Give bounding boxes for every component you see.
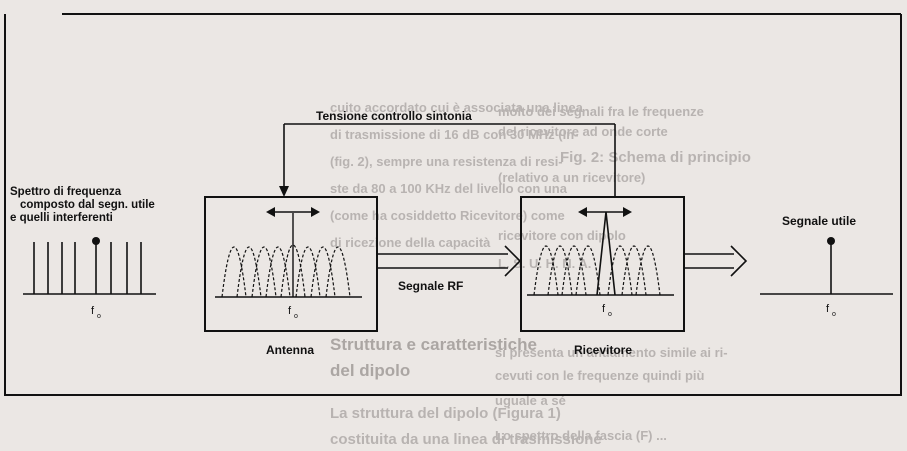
bg-mid-line: di trasmissione di 16 dB con 30 MHz (In- — [330, 127, 579, 142]
bg-right-line: (relativo a un ricevitore) — [498, 170, 645, 185]
bg-mid-line: ste da 80 a 100 KHz del livello con una — [330, 181, 568, 196]
bg-heading-line: del dipolo — [330, 361, 410, 380]
antenna-freq-label: f — [288, 305, 292, 317]
receiver-freq-label-sub: o — [608, 311, 612, 318]
freq-label-sub: o — [97, 313, 101, 320]
receiver-freq-label: f — [602, 303, 606, 315]
arrow-head-icon — [578, 207, 587, 217]
receiver-label: Ricevitore — [574, 343, 632, 357]
output-label: Segnale utile — [782, 214, 856, 228]
receiver-filter-curves — [533, 245, 661, 296]
arrow-head-icon — [623, 207, 632, 217]
freq-label: f — [91, 305, 95, 317]
bg-bottom-line: uguale a sé — [495, 393, 566, 408]
bg-heading-line: Struttura e caratteristiche — [330, 335, 537, 354]
bg-mid-line: di ricezione della capacità — [330, 235, 491, 250]
bg-para-line: La struttura del dipolo (Figura 1) — [330, 405, 561, 422]
output-signal-dot — [827, 237, 835, 245]
bg-bottom-line: si presenta un andamento simile ai ri- — [495, 345, 728, 360]
spectrum-caption-line: e quelli interferenti — [10, 212, 113, 224]
antenna-filter-curves — [221, 244, 351, 298]
bg-right-line: del ricevitore ad onde corte — [498, 124, 668, 139]
bg-mid-line: cuito accordato cui è associata una line… — [330, 100, 584, 115]
bg-right-line: ricevitore con dipolo — [498, 228, 626, 243]
receiver-box — [520, 196, 685, 332]
output-freq-label: f — [826, 303, 830, 315]
spectrum-caption-line: composto dal segn. utile — [20, 199, 155, 211]
bg-bottom-line: Lo spettro della fascia (F) ... — [495, 428, 667, 443]
output-freq-label-sub: o — [832, 311, 836, 318]
bg-right-line: Fig. 2: Schema di principio — [560, 149, 751, 166]
useful-signal-dot — [92, 237, 100, 245]
input-spectrum — [23, 242, 156, 295]
arrow-head-icon — [279, 186, 289, 197]
output-arrow — [684, 245, 748, 277]
rf-label: Segnale RF — [398, 279, 463, 293]
bg-bottom-line: cevuti con le frequenze quindi più — [495, 368, 705, 383]
bg-mid-line: (come ha cosiddetto Ricevitore) come — [330, 208, 565, 223]
tuning-control-feedback-path — [283, 123, 616, 197]
antenna-freq-label-sub: o — [294, 313, 298, 320]
arrow-head-icon — [266, 207, 275, 217]
antenna-box — [204, 196, 378, 332]
antenna-label: Antenna — [266, 343, 314, 357]
feedback-label: Tensione controllo sintonia — [316, 109, 472, 123]
bg-right-line: molto dei segnali fra le frequenze — [498, 104, 704, 119]
rf-signal-arrow — [377, 245, 522, 277]
receiver-tuned-curve — [596, 211, 616, 296]
arrow-head-icon — [311, 207, 320, 217]
figure-frame — [4, 14, 902, 396]
bg-para-line: costituita da una linea di trasmissione — [330, 431, 602, 448]
bg-mid-line: (fig. 2), sempre una resistenza di resi- — [330, 154, 563, 169]
spectrum-caption-line: Spettro di frequenza — [10, 186, 122, 198]
